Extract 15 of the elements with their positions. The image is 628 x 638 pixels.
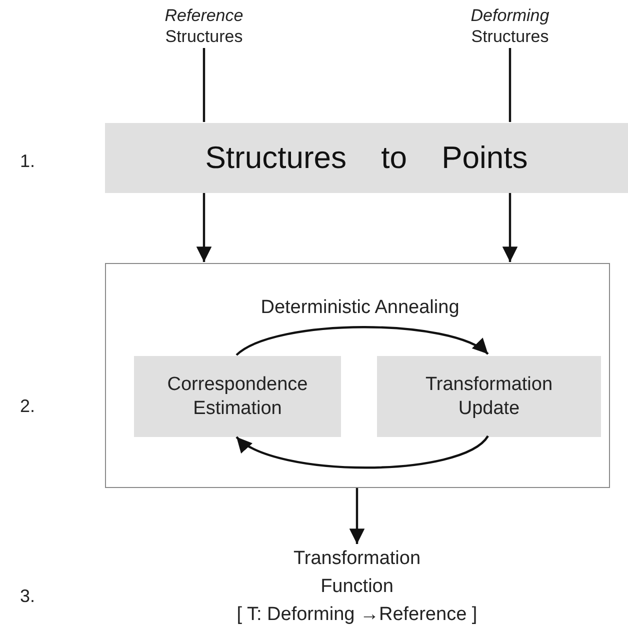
arrow (349, 488, 365, 544)
step-number: 3. (20, 585, 36, 608)
group-box (105, 263, 610, 488)
input-label: Deforming Structures (446, 4, 574, 48)
step-number: 1. (20, 150, 36, 173)
output-label: Transformation Function [ T: Deforming →Reference ] (215, 545, 499, 635)
process-box: Correspondence Estimation (134, 356, 341, 437)
input-label: Reference Structures (140, 4, 268, 48)
arrow (502, 193, 518, 262)
step-number: 2. (20, 395, 36, 418)
arrow (236, 326, 489, 356)
arrow (236, 435, 489, 469)
process-box: Transformation Update (377, 356, 601, 437)
process-band: Structures to Points (105, 123, 628, 193)
arrow (196, 193, 212, 262)
